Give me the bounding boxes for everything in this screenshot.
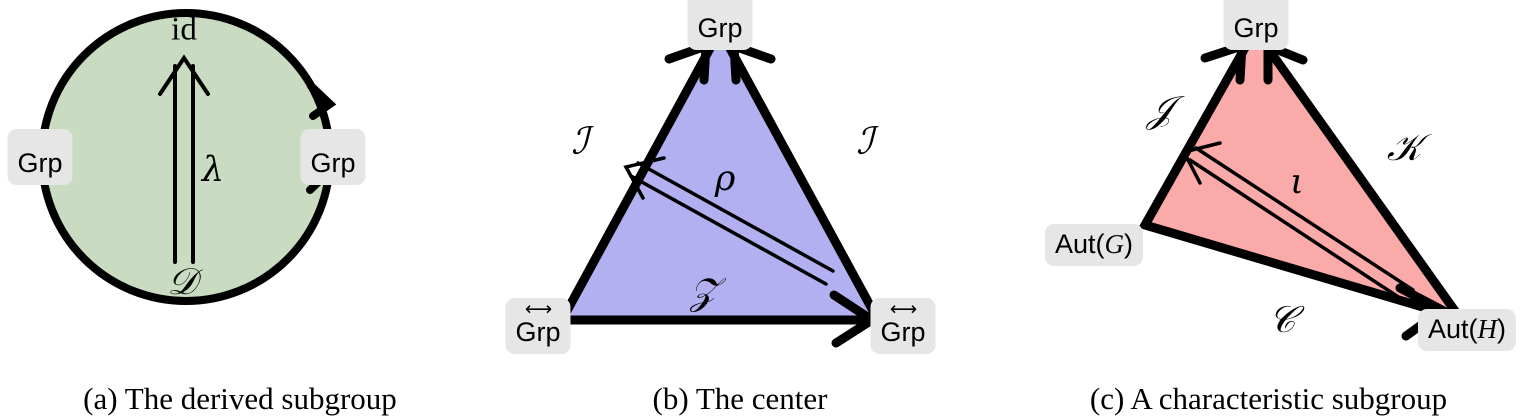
label-i-right: ℐ [856, 119, 874, 163]
node-aut-h[interactable]: Aut(H) [1417, 309, 1517, 351]
biarrow-glyph: ⟷ [524, 299, 552, 320]
label-lambda: λ [201, 150, 225, 190]
double-arrow-lambda [158, 54, 210, 264]
caption-c: (c) A characteristic subgroup [1089, 381, 1448, 416]
node-grp-bottom-left[interactable]: ⟷ Grp [505, 298, 571, 354]
node-grp-top[interactable]: Grp [1223, 0, 1289, 50]
node-label-italic-arg: H [1477, 314, 1498, 344]
node-label: Grp [515, 317, 561, 347]
node-label: Grp [697, 13, 743, 43]
pink-region [1138, 21, 1472, 327]
panel-b-canvas [554, 20, 886, 348]
caption-a: (a) The derived subgroup [83, 381, 397, 416]
panel-characteristic-subgroup: Grp Aut(G) Aut(H) 𝒥 𝒦 𝒞 ι (c) A characte… [1000, 0, 1537, 419]
label-d: 𝒟 [167, 260, 197, 303]
panel-a-canvas [38, 9, 337, 305]
label-iota: ι [1290, 162, 1304, 202]
node-grp-top[interactable]: Grp [687, 0, 753, 50]
label-id: id [171, 11, 197, 48]
node-label: Grp [1233, 13, 1279, 43]
node-label: Grp [310, 148, 356, 178]
double-arrow-iota [1181, 141, 1415, 304]
label-c: 𝒞 [1268, 298, 1296, 341]
label-k: 𝒦 [1386, 126, 1422, 169]
node-label: Grp [880, 317, 926, 347]
label-z: 𝒵 [689, 270, 719, 313]
panel-center: Grp ⟷ Grp ⟷ Grp ℐ ℐ 𝒵 ρ (b) The center [480, 0, 1000, 419]
node-label: Aut(G) [1054, 229, 1134, 259]
panel-c-canvas [1138, 21, 1472, 341]
label-rho: ρ [714, 159, 736, 199]
node-label: Aut(H) [1427, 314, 1507, 344]
label-i-left: ℐ [571, 119, 589, 163]
node-grp-bottom-right[interactable]: ⟷ Grp [870, 298, 936, 354]
arrowhead-top-right [307, 82, 337, 120]
node-grp-left[interactable]: Grp [7, 129, 73, 185]
biarrow-glyph: ⟷ [889, 299, 917, 320]
panel-derived-subgroup: Grp Grp id λ 𝒟 (a) The derived subgroup [0, 0, 480, 419]
blue-region [554, 20, 886, 325]
double-arrow-rho [623, 156, 835, 286]
node-label-italic-arg: G [1104, 229, 1125, 259]
caption-b: (b) The center [652, 381, 828, 416]
node-aut-g[interactable]: Aut(G) [1044, 224, 1144, 266]
node-grp-right[interactable]: Grp [300, 129, 366, 185]
green-region [38, 9, 334, 305]
label-j: 𝒥 [1147, 88, 1173, 131]
node-label: Grp [17, 148, 63, 178]
